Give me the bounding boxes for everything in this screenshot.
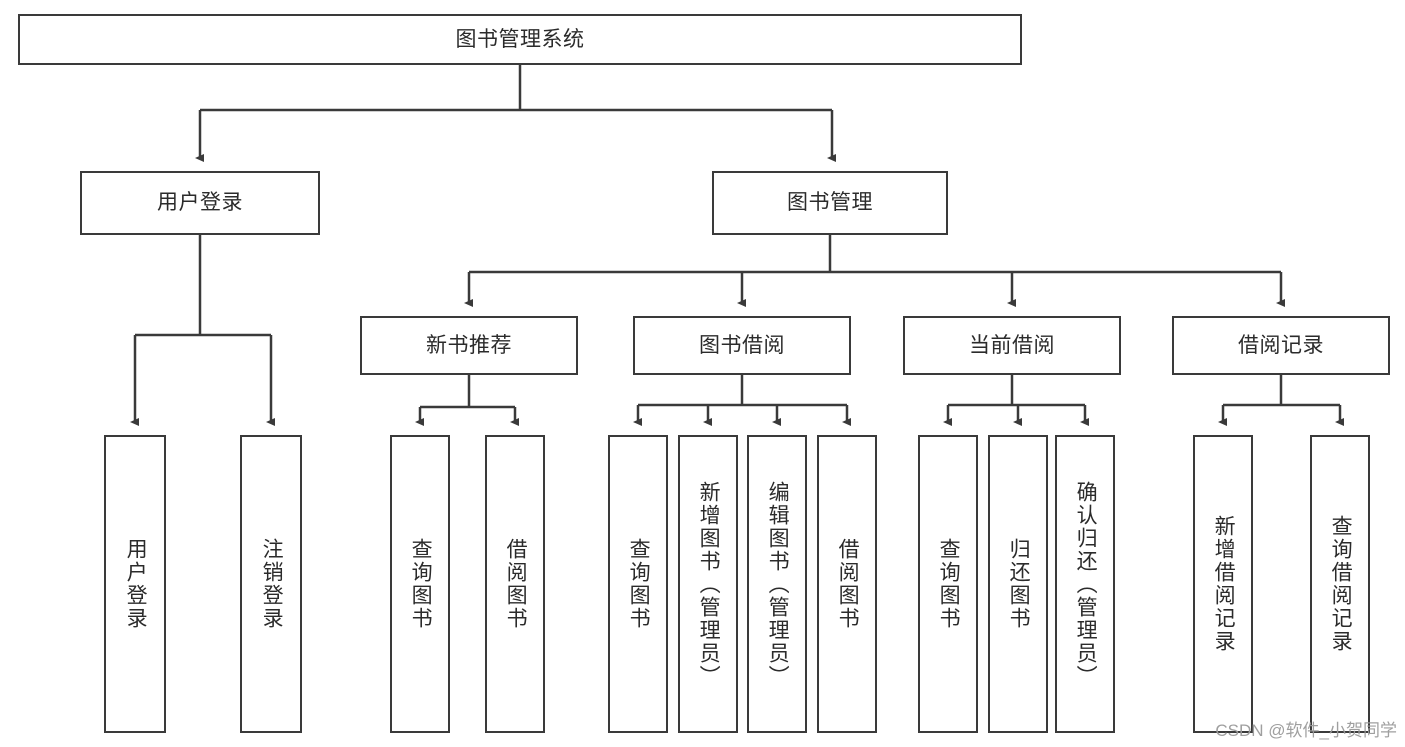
node-leaf[interactable]: 注销登录 [240, 435, 302, 733]
node-label: 查询图书 [627, 538, 651, 630]
node-leaf[interactable]: 借阅图书 [485, 435, 545, 733]
node-leaf[interactable]: 归还图书 [988, 435, 1048, 733]
node-borrow-records[interactable]: 借阅记录 [1172, 316, 1390, 375]
node-label: 查询图书 [409, 538, 433, 630]
node-label: 图书管理 [787, 191, 873, 215]
node-leaf[interactable]: 查询借阅记录 [1310, 435, 1370, 733]
node-label: 查询图书 [937, 538, 961, 630]
node-label: 新书推荐 [426, 333, 512, 357]
node-label: 编辑图书（管理员） [766, 480, 790, 688]
node-book-management-system[interactable]: 图书管理系统 [18, 14, 1022, 65]
node-user-login[interactable]: 用户登录 [80, 171, 320, 235]
node-book-borrow[interactable]: 图书借阅 [633, 316, 851, 375]
node-book-management[interactable]: 图书管理 [712, 171, 948, 235]
node-label: 归还图书 [1007, 538, 1031, 630]
node-current-borrow[interactable]: 当前借阅 [903, 316, 1121, 375]
node-label: 新增图书（管理员） [697, 480, 721, 688]
node-leaf[interactable]: 查询图书 [390, 435, 450, 733]
node-new-book-recommend[interactable]: 新书推荐 [360, 316, 578, 375]
node-label: 图书管理系统 [455, 27, 585, 51]
node-leaf[interactable]: 编辑图书（管理员） [747, 435, 807, 733]
node-label: 用户登录 [157, 191, 243, 215]
node-label: 借阅图书 [504, 538, 528, 630]
node-label: 借阅图书 [836, 538, 860, 630]
node-leaf[interactable]: 新增借阅记录 [1193, 435, 1253, 733]
node-label: 确认归还（管理员） [1074, 480, 1098, 688]
watermark: CSDN @软件_小贺同学 [1215, 721, 1397, 740]
node-leaf[interactable]: 借阅图书 [817, 435, 877, 733]
node-label: 图书借阅 [699, 333, 785, 357]
node-label: 当前借阅 [969, 333, 1055, 357]
node-leaf[interactable]: 用户登录 [104, 435, 166, 733]
node-leaf[interactable]: 新增图书（管理员） [678, 435, 738, 733]
node-label: 借阅记录 [1238, 333, 1324, 357]
node-label: 注销登录 [260, 538, 284, 630]
node-label: 用户登录 [124, 538, 148, 630]
node-leaf[interactable]: 查询图书 [918, 435, 978, 733]
node-leaf[interactable]: 查询图书 [608, 435, 668, 733]
node-leaf[interactable]: 确认归还（管理员） [1055, 435, 1115, 733]
node-label: 新增借阅记录 [1212, 515, 1236, 653]
node-label: 查询借阅记录 [1329, 515, 1353, 653]
